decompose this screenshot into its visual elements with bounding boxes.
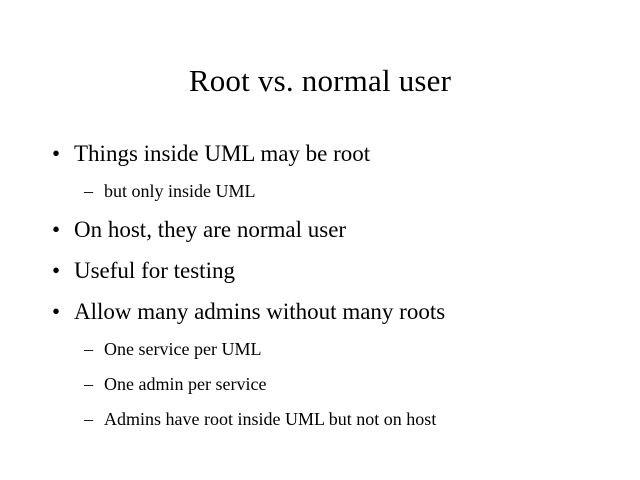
bullet-dash-icon: – <box>84 339 93 359</box>
slide-body-list: • Things inside UML may be root – but on… <box>0 133 640 437</box>
list-item: – One service per UML <box>0 332 640 367</box>
bullet-dash-icon: – <box>84 374 93 394</box>
list-item: • Things inside UML may be root <box>0 133 640 174</box>
list-item-label: One admin per service <box>104 374 267 394</box>
list-item-label: One service per UML <box>104 339 262 359</box>
list-item-label: Useful for testing <box>74 258 235 283</box>
list-item-label: Allow many admins without many roots <box>74 299 446 324</box>
page-title: Root vs. normal user <box>188 63 452 98</box>
bullet-dot-icon: • <box>52 217 61 242</box>
list-item: • On host, they are normal user <box>0 209 640 250</box>
list-item: – but only inside UML <box>0 174 640 209</box>
list-item-label: Admins have root inside UML but not on h… <box>104 409 437 429</box>
bullet-dash-icon: – <box>84 181 93 201</box>
bullet-dot-icon: • <box>52 141 61 166</box>
list-item: – One admin per service <box>0 367 640 402</box>
list-item: • Allow many admins without many roots <box>0 291 640 332</box>
list-item-label: Things inside UML may be root <box>74 141 371 166</box>
bullet-dot-icon: • <box>52 258 61 283</box>
bullet-dot-icon: • <box>52 299 61 324</box>
bullet-dash-icon: – <box>84 409 93 429</box>
list-item: – Admins have root inside UML but not on… <box>0 402 640 437</box>
list-item: • Useful for testing <box>0 250 640 291</box>
list-item-label: but only inside UML <box>104 181 256 201</box>
list-item-label: On host, they are normal user <box>74 217 347 242</box>
